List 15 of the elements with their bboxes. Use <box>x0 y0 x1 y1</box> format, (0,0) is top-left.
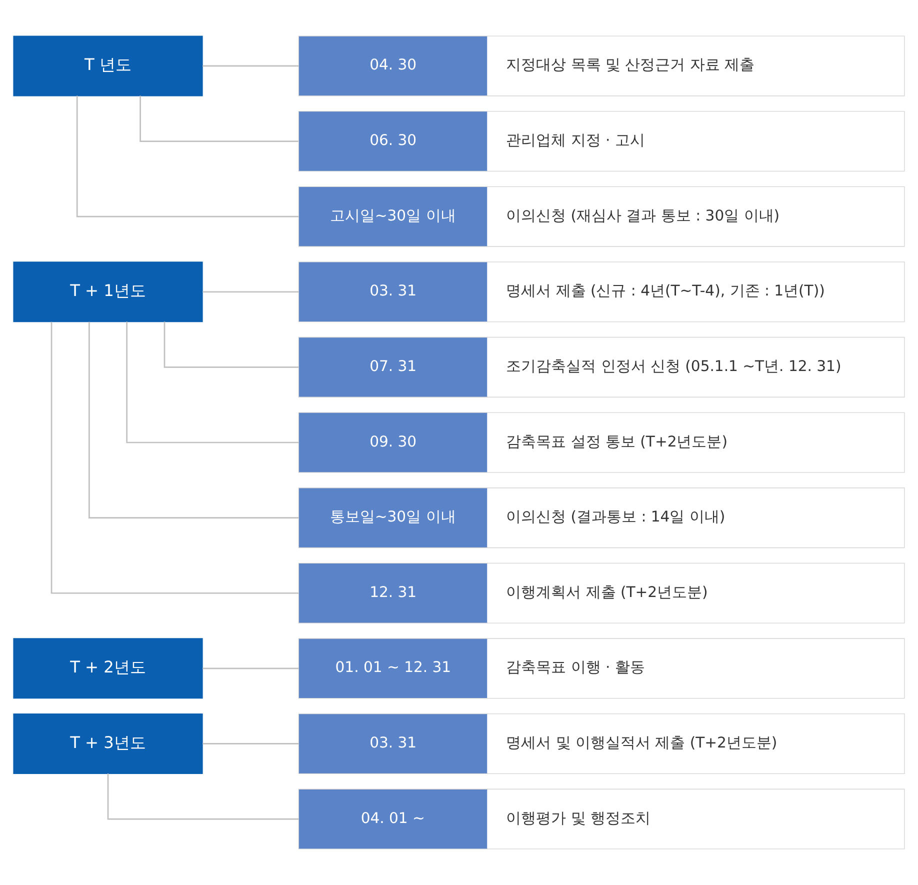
connector <box>76 96 299 218</box>
connector <box>107 774 299 820</box>
node-box: T + 1년도 <box>13 262 203 322</box>
connector <box>140 96 298 142</box>
node-box: T 년도 <box>13 36 203 96</box>
connector <box>126 322 299 444</box>
connector <box>202 291 299 293</box>
node-box: T + 3년도 <box>13 713 203 774</box>
node-box: T + 2년도 <box>13 638 203 699</box>
connector <box>202 743 299 744</box>
connector <box>88 322 299 518</box>
connector <box>202 65 299 67</box>
connector <box>50 322 299 594</box>
connector <box>202 668 299 670</box>
connector <box>164 322 299 368</box>
